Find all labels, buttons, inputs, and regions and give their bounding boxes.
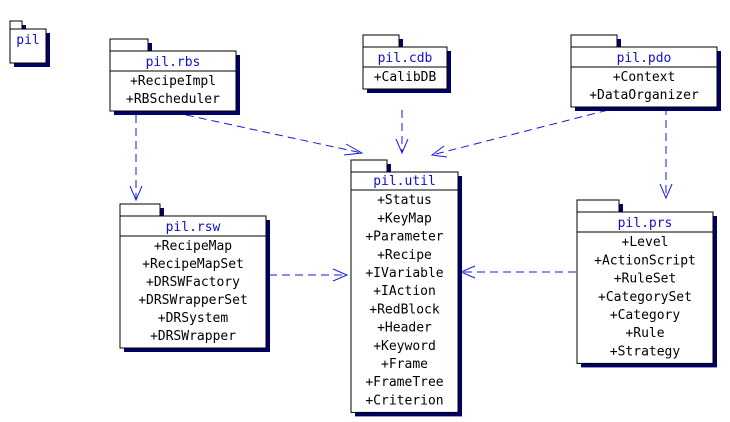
package-member: +RecipeImpl (130, 74, 216, 89)
package-member: +Header (377, 321, 432, 336)
package-tab (350, 159, 388, 173)
package-member: +Context (613, 70, 676, 85)
package-body (362, 46, 448, 90)
package-title: pil.pdo (617, 51, 672, 66)
dep-rbs-util (185, 114, 363, 154)
package-body (109, 50, 237, 112)
package-title: pil.rsw (166, 220, 221, 235)
package-util: pil.util +Status +KeyMap +Parameter +Recipe +… (350, 159, 462, 417)
package-member: +Parameter (365, 230, 443, 245)
package-member: +KeyMap (377, 211, 432, 226)
package-rbs: pil.rbs +RecipeImpl +RBScheduler (109, 38, 240, 115)
package-body (9, 28, 47, 64)
package-member: +Keyword (373, 339, 436, 354)
dep-rbs-rsw-head (129, 185, 143, 202)
package-pdo: pil.pdo +Context +DataOrganizer (570, 34, 721, 111)
package-member: +FrameTree (365, 375, 443, 390)
package-member: +CalibDB (374, 70, 437, 85)
package-member: +Strategy (610, 344, 681, 359)
package-member: +IVariable (365, 266, 443, 281)
package-tab (362, 34, 400, 48)
package-body (570, 46, 718, 108)
package-title: pil.prs (618, 216, 673, 231)
package-tab (119, 203, 161, 217)
package-member: +Status (377, 193, 432, 208)
dep-rbs-util-head (343, 143, 364, 156)
dep-pdo-prs-head (659, 183, 673, 200)
dep-cdb-util-head (395, 138, 409, 155)
dep-rsw-util-head (332, 268, 349, 282)
package-title: pil.util (373, 174, 436, 189)
dep-pdo-util (431, 106, 621, 156)
package-member: +DRSystem (158, 311, 229, 326)
package-member: +RedBlock (369, 302, 440, 317)
package-body (119, 215, 267, 349)
package-title: pil (16, 33, 39, 48)
package-cdb: pil.cdb +CalibDB (362, 34, 451, 93)
dep-pdo-util-head (430, 145, 448, 158)
package-title: pil.rbs (146, 55, 201, 70)
package-member: +CategorySet (598, 290, 692, 305)
package-member: +DRSWFactory (146, 275, 240, 290)
packages: pil pil.rbs +RecipeImpl +RBScheduler pil.cdb… (9, 20, 721, 417)
package-body (576, 211, 714, 364)
package-prs: pil.prs +Level +ActionScript +RuleSet +Categ… (576, 199, 717, 368)
package-member: +Recipe (377, 248, 432, 263)
package-member: +DRSWrapperSet (138, 293, 248, 308)
package-title: pil.cdb (378, 51, 433, 66)
package-member: +DataOrganizer (589, 88, 699, 103)
package-member: +RBScheduler (126, 92, 220, 107)
package-member: +ActionScript (594, 253, 696, 268)
package-member: +IAction (373, 284, 436, 299)
package-tab (570, 34, 618, 48)
package-body (350, 171, 459, 413)
package-tab (109, 38, 149, 52)
package-tab (576, 199, 620, 213)
package-member: +DRSWrapper (150, 329, 236, 344)
package-tab (9, 20, 23, 30)
package-pil: pil (9, 20, 50, 67)
package-member: +Criterion (365, 393, 443, 408)
package-member: +RecipeMap (154, 239, 232, 254)
package-member: +RecipeMapSet (142, 257, 244, 272)
dependency-arrows (129, 106, 673, 282)
package-member: +Category (610, 308, 681, 323)
package-member: +RuleSet (614, 272, 677, 287)
package-member: +Level (622, 235, 669, 250)
package-rsw: pil.rsw +RecipeMap +RecipeMapSet +DRSWFacto… (119, 203, 270, 352)
package-member: +Rule (625, 326, 664, 341)
package-member: +Frame (381, 357, 428, 372)
